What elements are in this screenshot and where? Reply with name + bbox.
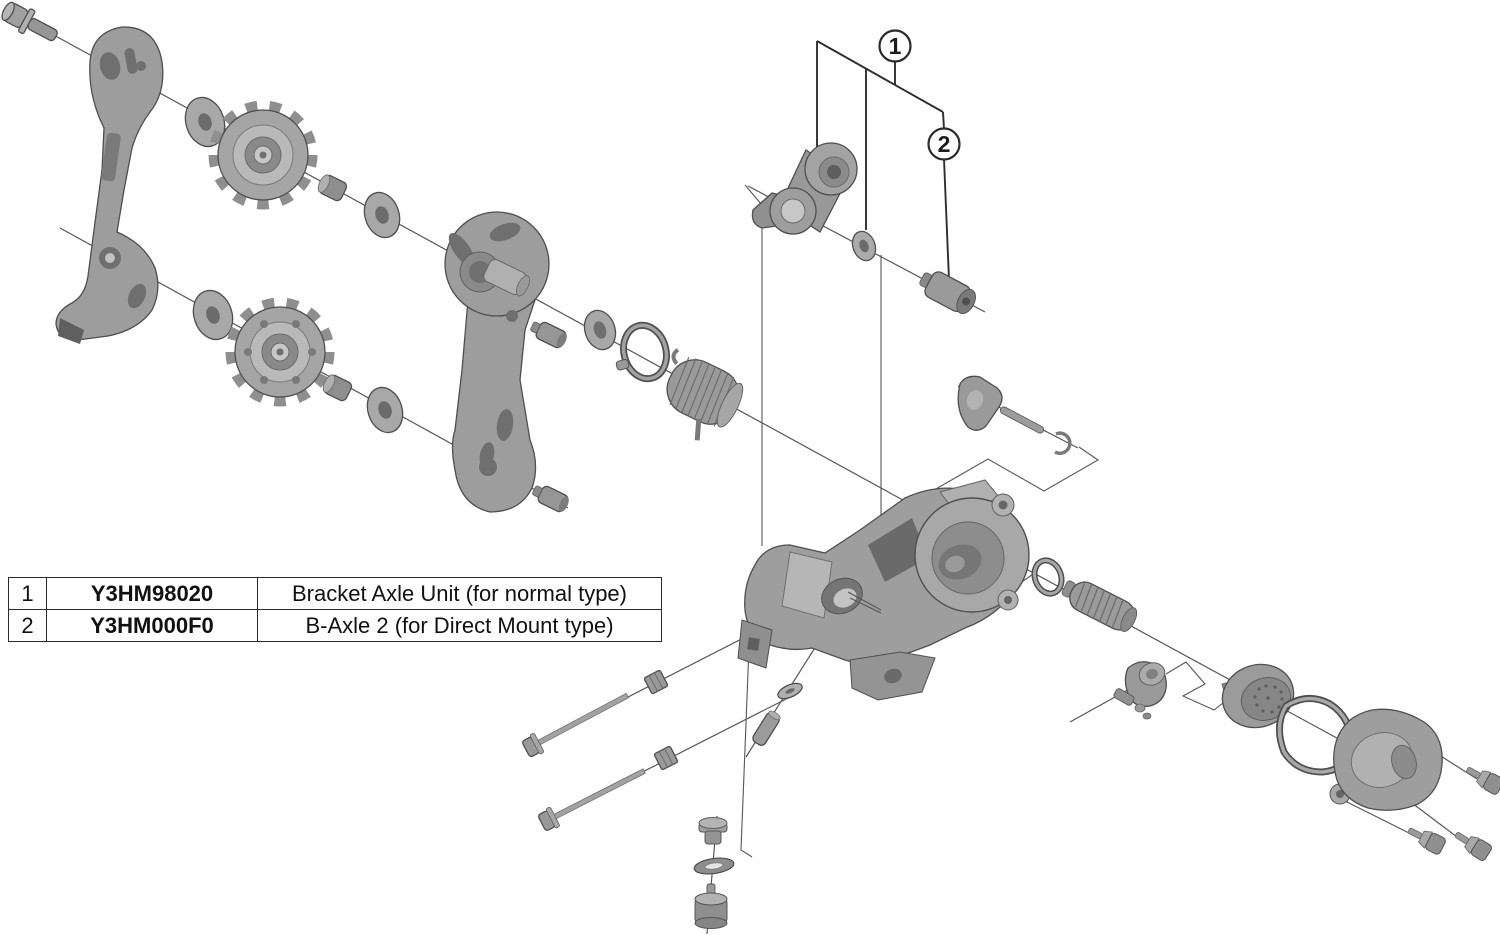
outer-plate-slot-top (489, 222, 521, 242)
cage-stopper-bolt-upper (530, 321, 567, 349)
part-1-description: Bracket Axle Unit (for normal type) (257, 577, 662, 610)
stopper-washer (693, 857, 735, 875)
guide-pulley-washer-right (363, 191, 401, 239)
o-ring (1031, 557, 1065, 597)
snap-ring (615, 321, 670, 383)
mount-bolt-1 (522, 692, 630, 758)
cage-tension-spring (666, 348, 744, 441)
bracket-axle-washer (851, 230, 877, 262)
mount-bolt-2 (538, 768, 646, 831)
plate-notch (136, 61, 146, 71)
pulley-axle-bolt (1, 1, 58, 42)
cable-anchor-unit (1113, 661, 1167, 720)
ribbed-bushing (1061, 580, 1138, 632)
mount-bolt-1-nut (643, 669, 669, 695)
tension-pulley-washer-left (192, 289, 234, 341)
callout-2: 2 (927, 127, 961, 161)
stopper-plug (698, 817, 728, 845)
part-2-description: B-Axle 2 (for Direct Mount type) (257, 609, 662, 642)
parts-table-row-2: 2 Y3HM000F0 B-Axle 2 (for Direct Mount t… (8, 609, 662, 642)
body-hanger-lug-hole (747, 637, 760, 651)
callout2-to-bolt-line (943, 158, 950, 281)
plate-bottom-hook (58, 318, 84, 344)
callout-1-circle (878, 29, 912, 63)
part-1-index: 1 (8, 577, 47, 610)
b-axle-bolt (919, 271, 976, 315)
body-window (868, 518, 928, 582)
body-cage-lug-hole (884, 668, 902, 684)
part-1-number: Y3HM98020 (46, 577, 258, 610)
link-to-body-leader (744, 184, 763, 546)
cage-stopper-bolt-lower (532, 485, 569, 513)
plate-axle-washer (583, 309, 617, 351)
cover-screw-1 (1466, 767, 1500, 795)
callout-2-circle (927, 127, 961, 161)
plate-oval-hole (127, 283, 147, 309)
cable-fixing-lever (957, 375, 1072, 455)
parts-table-row-1: 1 Y3HM98020 Bracket Axle Unit (for norma… (8, 577, 662, 610)
mount-bolt-2-nut (653, 745, 679, 771)
stopper-screw (694, 883, 728, 929)
plate-inset (101, 132, 121, 182)
cable-lever-step-leader (914, 446, 1100, 502)
parts-table: 1 Y3HM98020 Bracket Axle Unit (for norma… (8, 577, 662, 642)
cap-step-leader (1165, 661, 1229, 711)
callout-1: 1 (878, 29, 912, 63)
inner-cage-plate (55, 26, 164, 344)
callout-1-number: 1 (889, 33, 902, 59)
outer-plate-oval-hole (496, 409, 514, 441)
cable-lever-pin (999, 406, 1045, 434)
outer-plate-bushing (483, 258, 530, 297)
clutch-cap (1221, 663, 1295, 729)
plate-hole (99, 52, 121, 80)
cable-lever-clip (1054, 431, 1072, 455)
part-2-index: 2 (8, 609, 47, 642)
guide-pulley (208, 100, 318, 210)
body-knuckle-face (781, 551, 833, 619)
callout-bridge-line (816, 40, 944, 113)
cover-screw-2 (1407, 827, 1446, 855)
guide-pulley-bushing (317, 174, 348, 202)
cable-anchor-bolt (1113, 688, 1135, 706)
cover-screw2-axis-line (1332, 794, 1420, 839)
tension-pulley-bushing (322, 374, 353, 402)
bracket-axle-link (751, 142, 858, 235)
outer-cage-plate (444, 211, 550, 513)
adjust-stud (752, 710, 781, 746)
callout2-stem (942, 111, 945, 130)
right-assembly-axis-line (994, 551, 1393, 769)
stopper-group-leader (740, 646, 753, 858)
outer-plate-mid-hole (506, 310, 518, 322)
switch-cover (1329, 708, 1443, 811)
tension-pulley-washer-right (366, 386, 404, 434)
cover-screw-3 (1454, 832, 1492, 861)
bracket-body (737, 479, 1030, 701)
adjust-stud-washer (777, 682, 803, 700)
part-2-number: Y3HM000F0 (46, 609, 258, 642)
plate-slot (124, 48, 138, 74)
plate-pulley-hole-center (105, 253, 115, 263)
leader-lines (740, 40, 1229, 858)
callout-2-number: 2 (938, 131, 951, 157)
outer-plate-bottom-hole (479, 458, 497, 476)
tension-pulley (225, 297, 335, 407)
